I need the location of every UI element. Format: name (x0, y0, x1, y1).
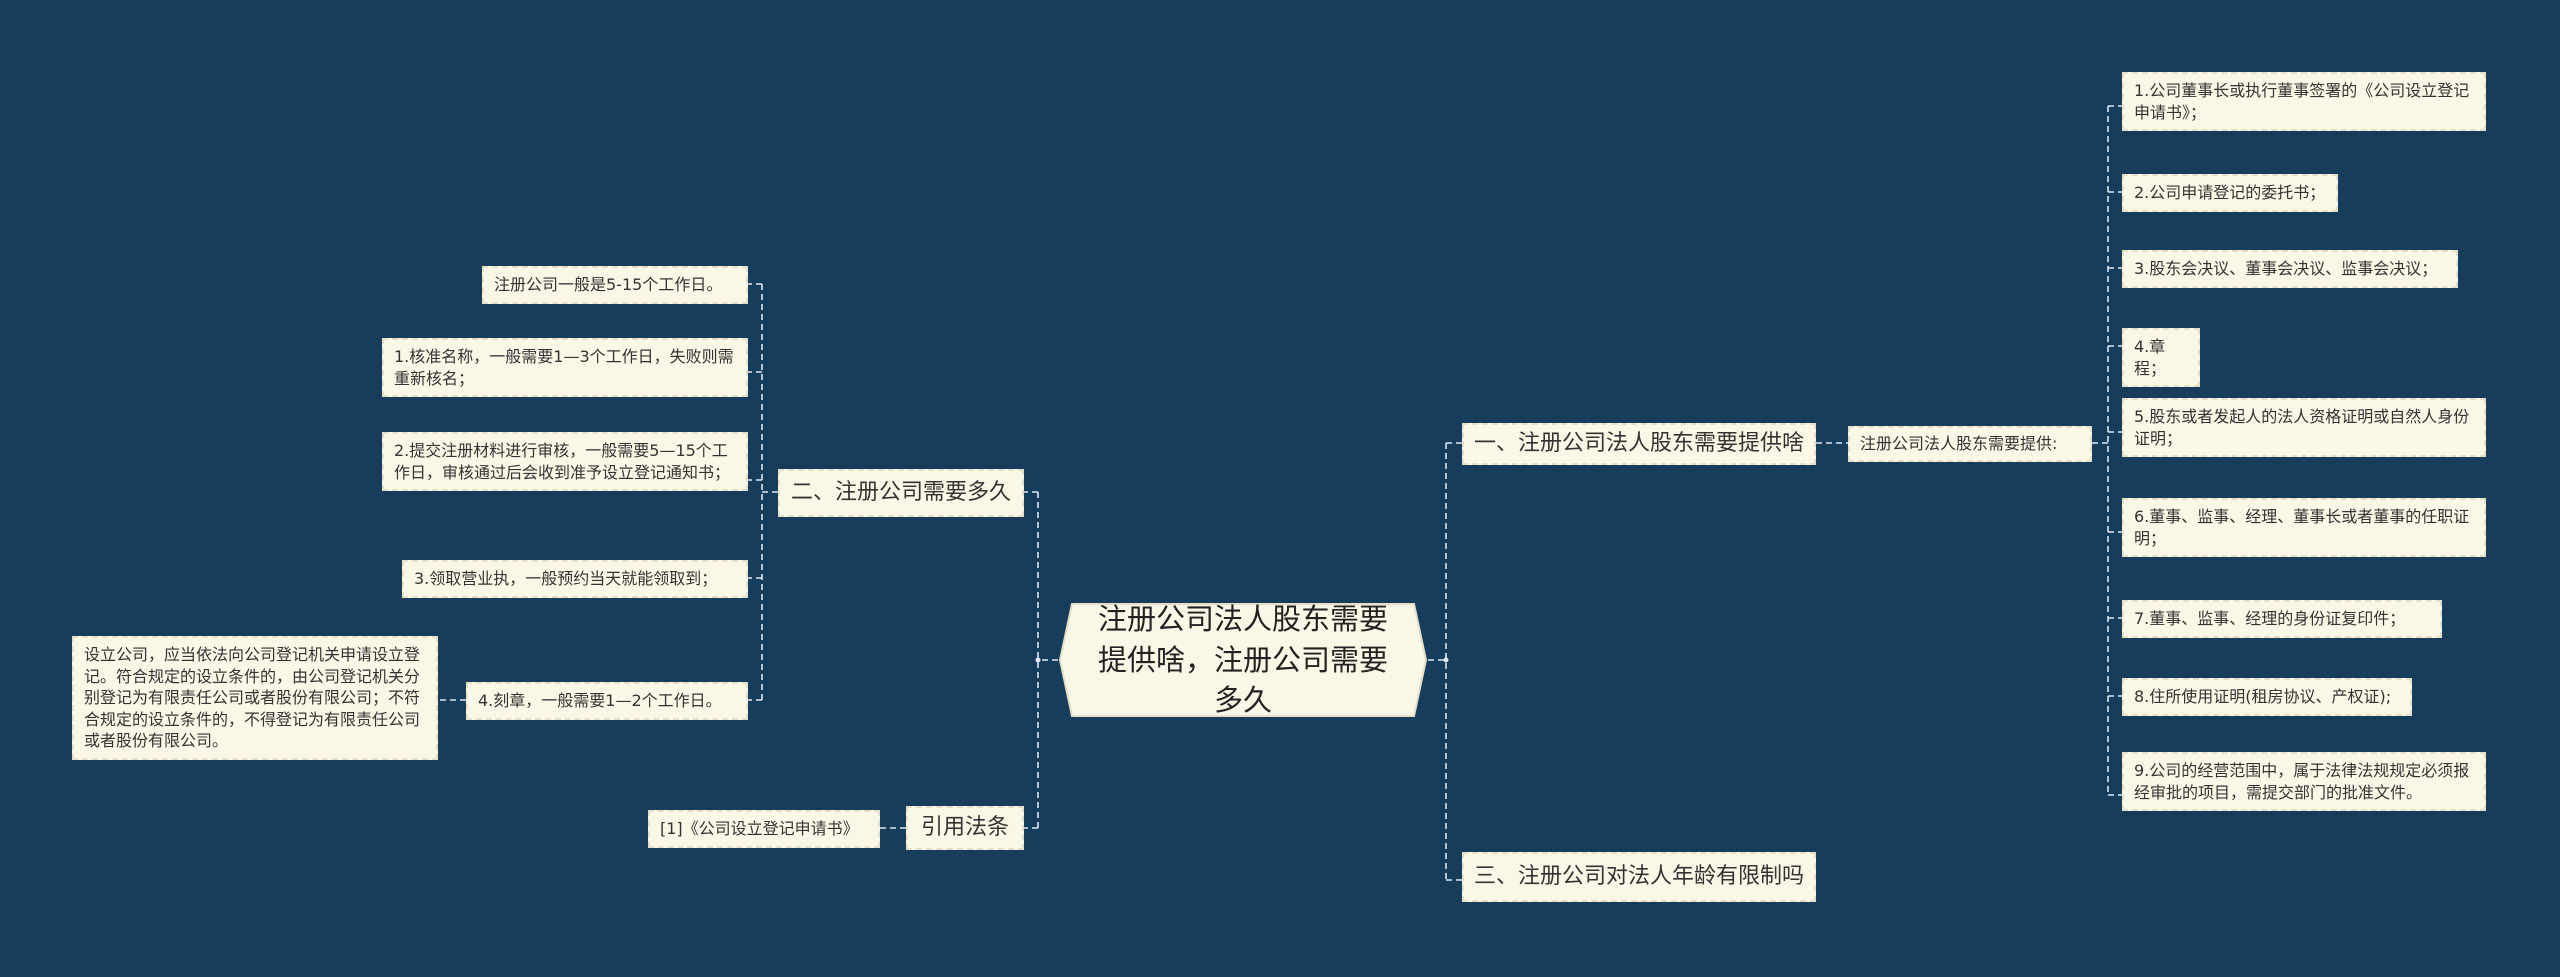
branch-title: 引用法条 (920, 815, 1009, 841)
list-item[interactable]: 2.公司申请登记的委托书； (2122, 174, 2338, 212)
list-item[interactable]: 1.公司董事长或执行董事签署的《公司设立登记申请书》； (2122, 72, 2486, 132)
branch-legal-person-requirements[interactable]: 一、注册公司法人股东需要提供啥 (1462, 423, 1816, 465)
branch-age-limit[interactable]: 三、注册公司对法人年龄有限制吗 (1462, 852, 1816, 902)
list-item[interactable]: 7.董事、监事、经理的身份证复印件； (2122, 600, 2442, 638)
list-item[interactable]: 注册公司一般是5-15个工作日。 (482, 266, 748, 304)
list-item[interactable]: 9.公司的经营范围中，属于法律法规规定必须报经审批的项目，需提交部门的批准文件。 (2122, 752, 2486, 812)
note-item[interactable]: 设立公司，应当依法向公司登记机关申请设立登记。符合规定的设立条件的，由公司登记机… (72, 636, 438, 760)
root-node[interactable]: 注册公司法人股东需要提供啥，注册公司需要多久 (1058, 602, 1428, 718)
sub-node-requirements[interactable]: 注册公司法人股东需要提供: (1848, 426, 2092, 462)
branch-title: 二、注册公司需要多久 (791, 480, 1012, 506)
root-hexagon-shape (1058, 603, 1428, 717)
list-item[interactable]: 2.提交注册材料进行审核，一般需要5—15个工作日，审核通过后会收到准予设立登记… (382, 432, 748, 492)
list-item[interactable]: 6.董事、监事、经理、董事长或者董事的任职证明； (2122, 498, 2486, 558)
list-item[interactable]: 3.股东会决议、董事会决议、监事会决议； (2122, 250, 2458, 288)
root-title: 注册公司法人股东需要提供啥，注册公司需要多久 (1097, 602, 1388, 718)
branch-cited-law[interactable]: 引用法条 (906, 806, 1024, 850)
sub-node-title: 注册公司法人股东需要提供: (1860, 434, 2058, 454)
reference-item[interactable]: [1]《公司设立登记申请书》 (648, 810, 880, 848)
branch-registration-duration[interactable]: 二、注册公司需要多久 (778, 469, 1024, 517)
list-item[interactable]: 3.领取营业执，一般预约当天就能领取到； (402, 560, 748, 598)
branch-title: 三、注册公司对法人年龄有限制吗 (1474, 864, 1805, 890)
list-item[interactable]: 1.核准名称，一般需要1—3个工作日，失败则需重新核名； (382, 338, 748, 398)
branch-title: 一、注册公司法人股东需要提供啥 (1474, 431, 1805, 457)
list-item[interactable]: 5.股东或者发起人的法人资格证明或自然人身份证明； (2122, 398, 2486, 458)
list-item[interactable]: 8.住所使用证明(租房协议、产权证); (2122, 678, 2412, 716)
list-item[interactable]: 4.章程； (2122, 328, 2200, 388)
list-item[interactable]: 4.刻章，一般需要1—2个工作日。 (466, 682, 748, 720)
